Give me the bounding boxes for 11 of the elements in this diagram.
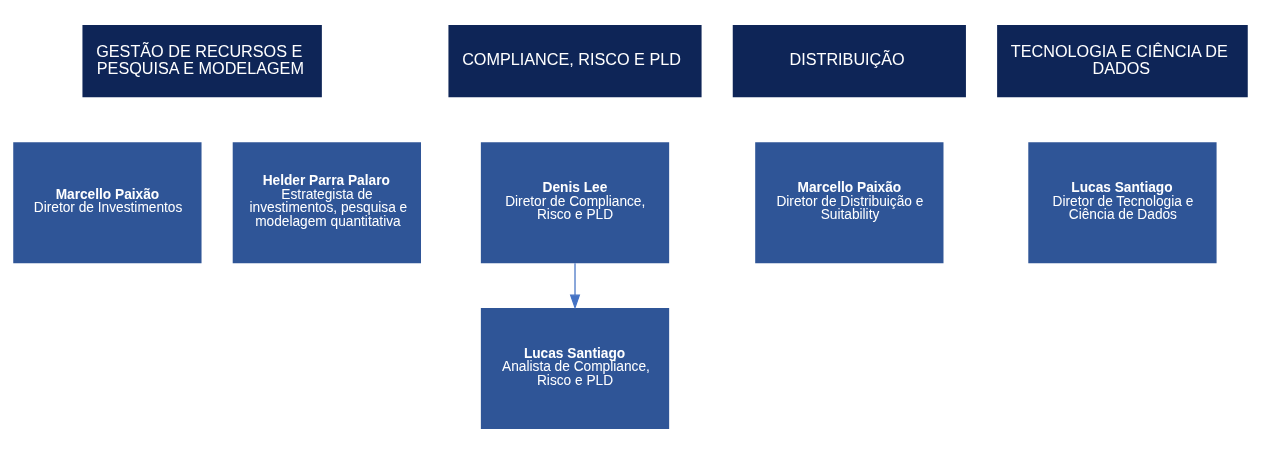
arrow [569,262,581,309]
node-box: Marcello Paixão Diretor de Distribuição e Suitability [755,141,944,263]
node-box: COMPLIANCE, RISCO E PLD [448,24,702,97]
node-box: Lucas Santiago Diretor de Tecnologia e Ciência de Dados [1028,141,1217,263]
node-box: DISTRIBUIÇÃO [732,24,966,97]
node-box: Denis Lee Diretor de Compliance, Risco e PLD [480,141,670,263]
node-box: Helder Parra Palaro Estrategista de investimentos, pesquisa e modelagem quantitativa [232,141,421,263]
node-box: Marcello Paixão Diretor de Investimentos [13,141,202,263]
node-box: TECNOLOGIA E CIÊNCIA DE DADOS [997,24,1248,97]
node-box: Lucas Santiago Analista de Compliance, Risco e PLD [480,307,670,429]
node-box: GESTÃO DE RECURSOS E PESQUISA E MODELAGEM [82,24,322,97]
